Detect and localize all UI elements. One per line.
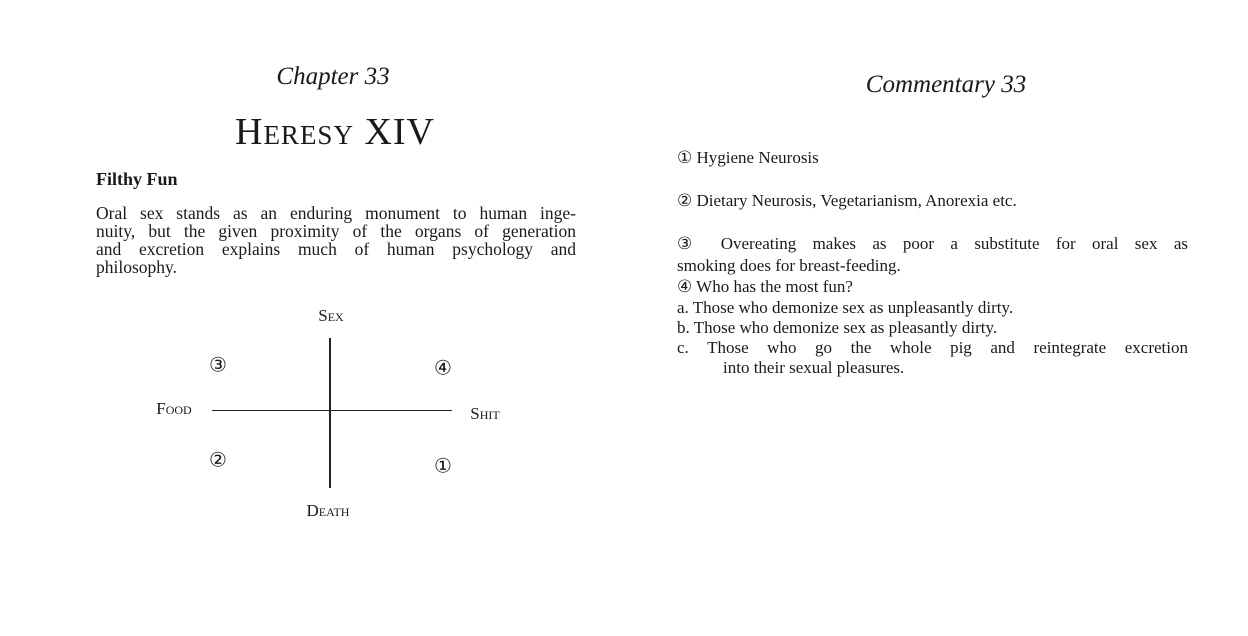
note-2: ② Dietary Neurosis, Vegetarianism, Anore… bbox=[677, 191, 1017, 210]
note-1: ① Hygiene Neurosis bbox=[677, 148, 819, 167]
quadrant-marker: ③ bbox=[209, 354, 227, 377]
horizontal-axis bbox=[212, 410, 452, 411]
paragraph-line: Oral sex stands as an enduring monument … bbox=[96, 203, 576, 223]
quadrant-marker: ④ bbox=[434, 357, 452, 380]
axis-label-right: Shit bbox=[470, 404, 500, 423]
note-4-a: a. Those who demonize sex as unpleasantl… bbox=[677, 298, 1014, 317]
note-4-c-cont: into their sexual pleasures. bbox=[723, 358, 905, 377]
quadrant-marker: ① bbox=[434, 455, 452, 478]
paragraph-line: nuity, but the given proximity of the or… bbox=[96, 221, 576, 241]
quadrant-marker: ② bbox=[209, 449, 227, 472]
chapter-title: Heresy XIV bbox=[235, 111, 435, 153]
note-4-b: b. Those who demonize sex as pleasantly … bbox=[677, 318, 998, 337]
paragraph-line: philosophy. bbox=[96, 257, 178, 277]
chapter-label: Chapter 33 bbox=[276, 63, 390, 90]
axis-label-bottom: Death bbox=[306, 501, 350, 520]
axis-label-top: Sex bbox=[318, 306, 344, 325]
note-3-cont: smoking does for breast-feeding. bbox=[677, 256, 901, 275]
commentary-title: Commentary 33 bbox=[865, 71, 1027, 98]
axis-label-left: Food bbox=[156, 399, 192, 418]
vertical-axis bbox=[329, 338, 331, 488]
note-4: ④ Who has the most fun? bbox=[677, 277, 853, 296]
note-4-c: c. Those who go the whole pig and reinte… bbox=[677, 338, 1188, 357]
section-heading: Filthy Fun bbox=[96, 169, 178, 189]
note-3: ③ Overeating makes as poor a substitute … bbox=[677, 234, 1188, 253]
paragraph-line: and excretion explains much of human psy… bbox=[96, 239, 576, 259]
